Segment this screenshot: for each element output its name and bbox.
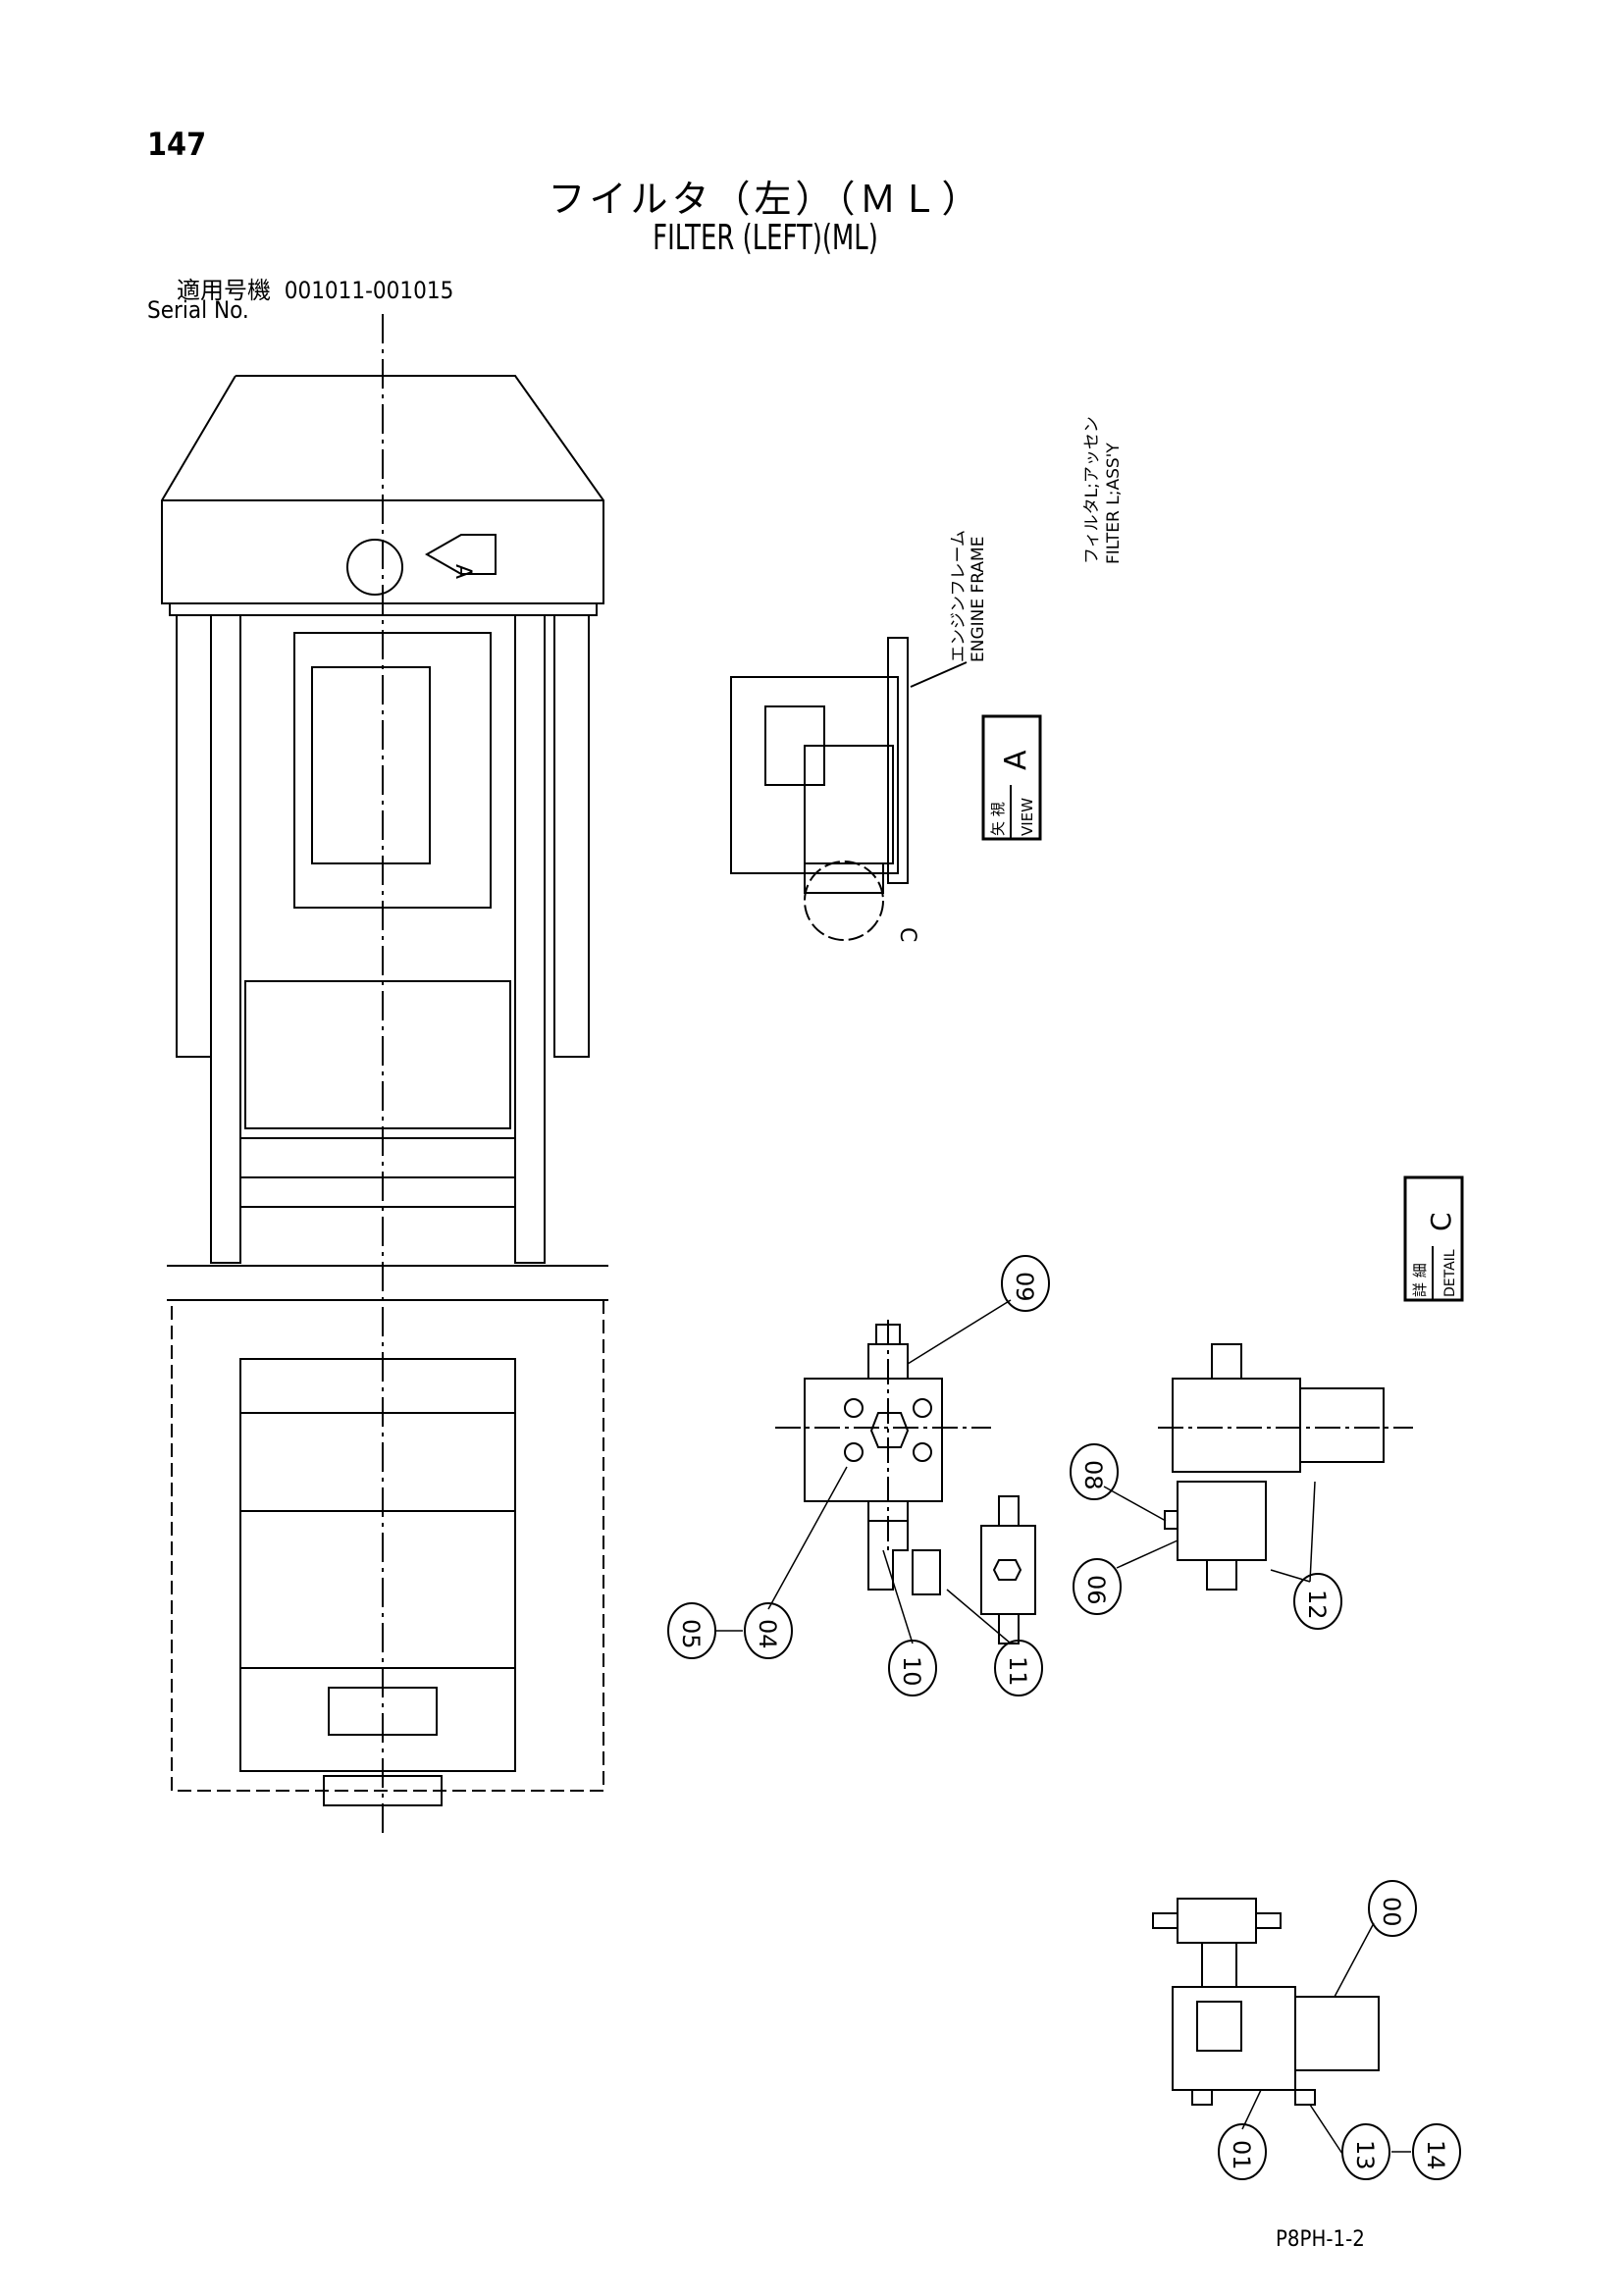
svg-text:13: 13 [1351, 2140, 1379, 2170]
svg-text:04: 04 [754, 1619, 781, 1649]
view-a-box: 矢 視 VIEW A [981, 714, 1042, 841]
title-english: FILTER (LEFT)(ML) [653, 218, 878, 258]
filter-side-detail [1158, 1343, 1413, 1591]
svg-text:12: 12 [1303, 1590, 1331, 1620]
serial-range: 適用号機 001011-001015 [177, 271, 453, 305]
engine-view-a: C [730, 637, 968, 942]
callout-06: 06 [1073, 1558, 1122, 1615]
filter-assy-en: FILTER L;ASS'Y [1104, 443, 1124, 564]
callout-01: 01 [1218, 2123, 1267, 2180]
filter-head-detail [775, 1320, 1036, 1644]
svg-text:14: 14 [1422, 2140, 1449, 2170]
svg-text:09: 09 [1011, 1272, 1038, 1302]
detail-c-box: 詳 細 DETAIL C [1403, 1175, 1464, 1302]
detail-circle-letter: C [895, 927, 919, 942]
svg-text:05: 05 [677, 1619, 705, 1649]
callouts: 09 05 04 10 11 08 06 12 00 01 13 14 [667, 1255, 1461, 2180]
serial-label-jp: 適用号機 [177, 277, 271, 304]
view-label-en: VIEW [1019, 798, 1036, 836]
svg-text:00: 00 [1378, 1897, 1405, 1927]
view-arrow [424, 534, 497, 575]
machine-top-view: A [161, 314, 608, 1835]
filter-bottom-detail [1152, 1898, 1380, 2106]
drawing-code: P8PH-1-2 [1276, 2227, 1365, 2252]
detail-label-en: DETAIL [1442, 1249, 1458, 1297]
callout-12: 12 [1293, 1573, 1342, 1630]
view-label-jp: 矢 視 [989, 802, 1007, 836]
filter-assy-jp: フィルタL;アッセン [1082, 416, 1102, 564]
serial-label-en: Serial No. [147, 296, 249, 324]
svg-text:10: 10 [898, 1656, 925, 1687]
callout-04: 04 [744, 1602, 793, 1659]
callout-11: 11 [994, 1640, 1043, 1696]
serial-range-value: 001011-001015 [284, 277, 454, 304]
callout-09: 09 [1001, 1255, 1050, 1312]
svg-text:11: 11 [1004, 1656, 1031, 1687]
svg-text:06: 06 [1082, 1575, 1110, 1605]
page-number: 147 [147, 126, 207, 163]
callout-14: 14 [1412, 2123, 1461, 2180]
title-japanese: フイルタ（左）（ＭＬ） [548, 178, 983, 221]
callout-13: 13 [1341, 2123, 1390, 2180]
callout-10: 10 [888, 1640, 937, 1696]
engine-frame-en: ENGINE FRAME [969, 537, 988, 662]
callout-00: 00 [1368, 1880, 1417, 1937]
svg-text:01: 01 [1228, 2140, 1255, 2170]
view-arrow-letter: A [450, 564, 475, 579]
detail-label-jp: 詳 細 [1411, 1263, 1429, 1297]
svg-text:08: 08 [1079, 1460, 1107, 1490]
detail-letter: C [1425, 1212, 1457, 1231]
engine-frame-jp: エンジンフレーム [949, 530, 969, 662]
view-letter: A [999, 750, 1033, 770]
callout-05: 05 [667, 1602, 716, 1659]
callout-08: 08 [1070, 1443, 1119, 1500]
